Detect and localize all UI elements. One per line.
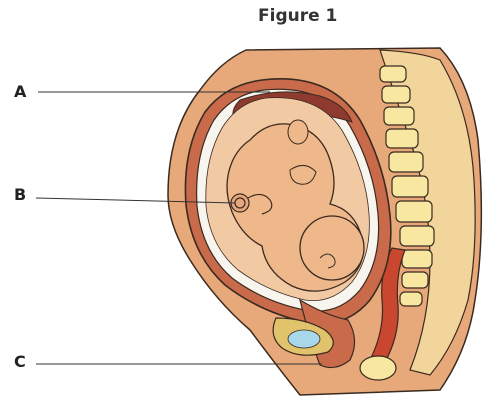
fetal-foot (288, 120, 308, 144)
fetal-head (300, 216, 364, 280)
pubic-bone (360, 356, 396, 380)
bladder-fluid (288, 330, 320, 348)
